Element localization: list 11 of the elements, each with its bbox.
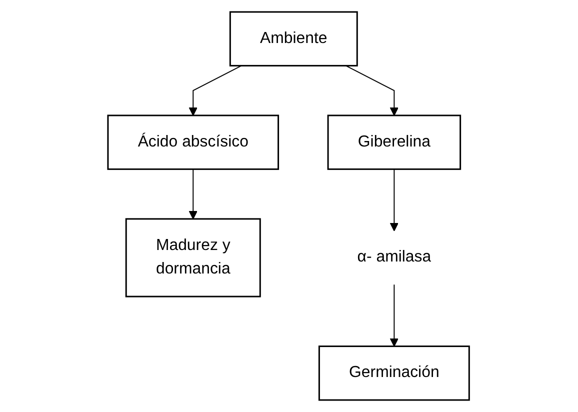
arrow <box>390 284 399 347</box>
node-box: Ácido abscísico <box>108 114 280 170</box>
arrow <box>390 168 399 232</box>
arrow <box>346 65 399 116</box>
node-box: Madurez y dormancia <box>126 218 262 298</box>
node-box: Ambiente <box>230 11 358 66</box>
arrow <box>189 168 198 220</box>
arrow <box>189 65 242 116</box>
node-box: Giberelina <box>328 114 462 170</box>
node-box: Germinación <box>318 346 470 401</box>
node-text: α- amilasa <box>358 248 432 266</box>
